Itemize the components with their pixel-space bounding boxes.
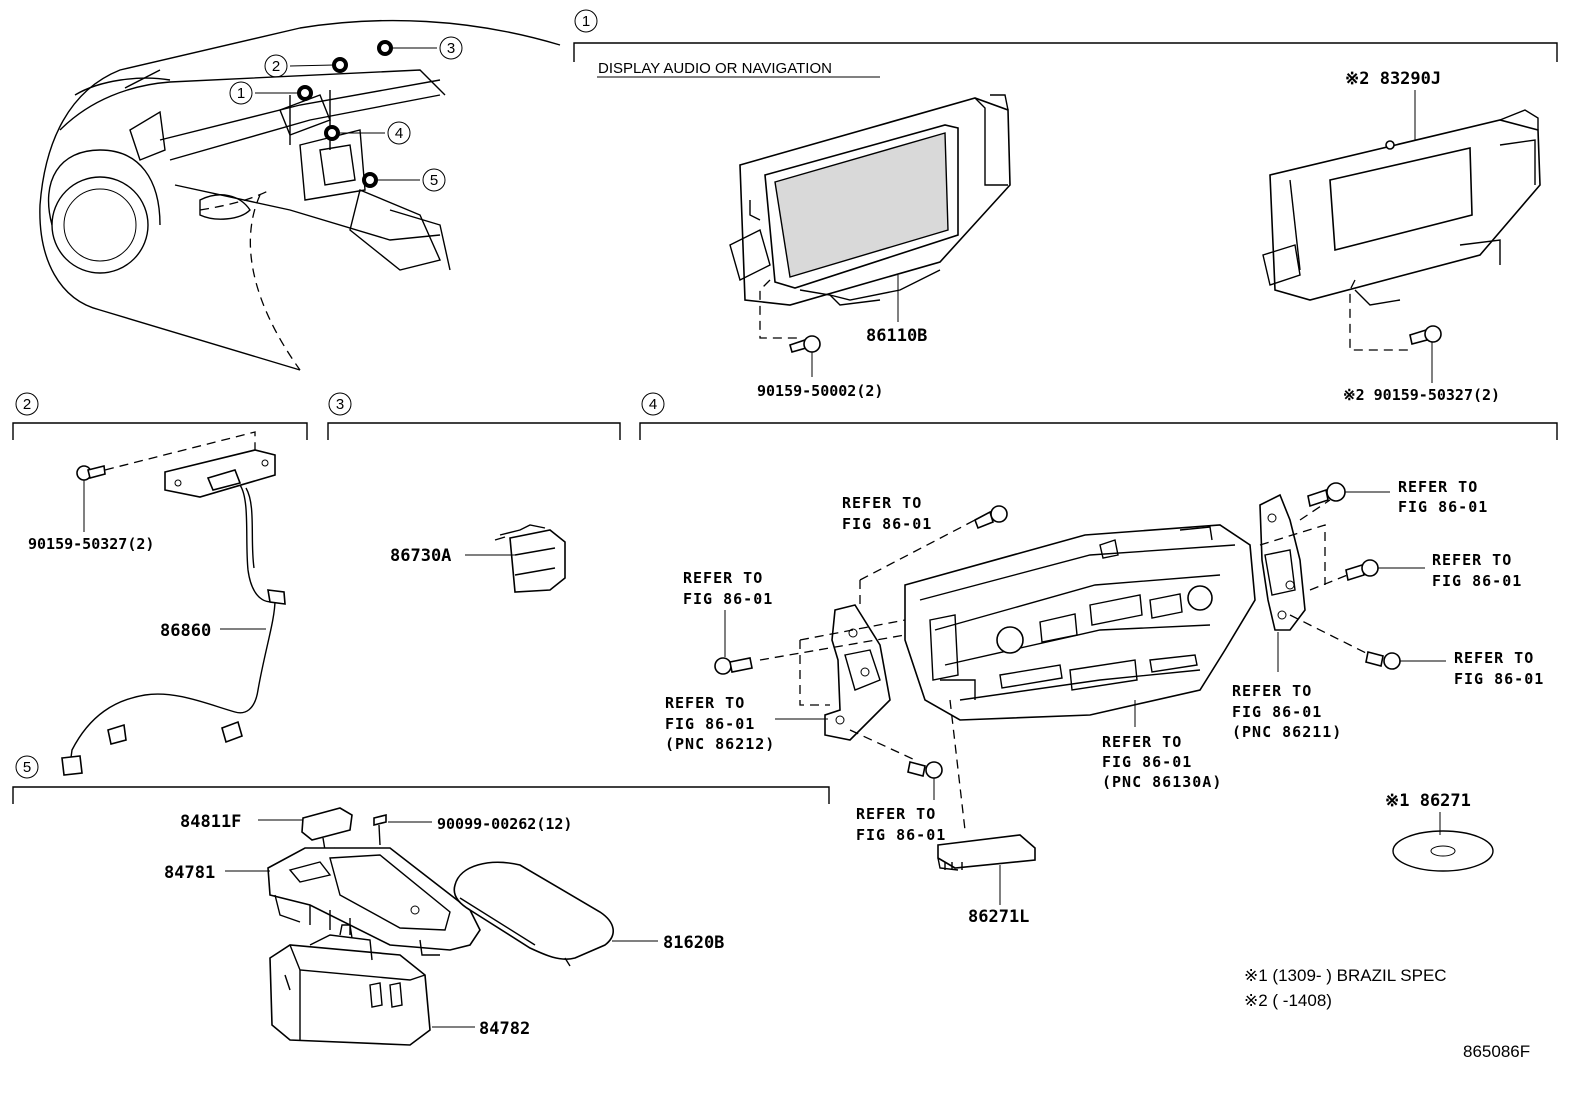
part-90159-50327: 90159-50327(2) — [28, 535, 154, 553]
svg-text:4: 4 — [649, 396, 657, 413]
bolt-right — [1345, 559, 1379, 582]
section-1: 1 DISPLAY AUDIO OR NAVIGATION 86110B 901… — [573, 9, 1558, 404]
svg-text:4: 4 — [395, 125, 403, 142]
bolt-bottom-left — [907, 761, 943, 779]
ref-pnc-86130a: (PNC 86130A) — [1102, 773, 1222, 791]
bolt-left — [714, 657, 753, 675]
screw-90099-00262 — [373, 813, 387, 846]
section-1-title: DISPLAY AUDIO OR NAVIGATION — [598, 60, 832, 77]
svg-text:2: 2 — [272, 58, 280, 75]
overview-callout-4: 4 — [387, 121, 411, 145]
part-81620b: 81620B — [663, 933, 724, 953]
svg-text:FIG 86-01: FIG 86-01 — [1432, 572, 1522, 590]
svg-text:FIG 86-01: FIG 86-01 — [842, 515, 932, 533]
disc-86271 — [1392, 830, 1494, 872]
bolt-90159-50327-bracket — [76, 465, 106, 481]
part-86860: 86860 — [160, 621, 211, 641]
part-86271: ※1 86271 — [1385, 791, 1471, 811]
note-1: ※1 (1309- ) BRAZIL SPEC — [1244, 966, 1447, 985]
svg-text:FIG 86-01: FIG 86-01 — [1398, 498, 1488, 516]
part-84781: 84781 — [164, 863, 215, 883]
section-3: 3 86730A — [327, 392, 621, 593]
cap-84811f — [301, 807, 353, 851]
part-84782: 84782 — [479, 1019, 530, 1039]
armrest-lid-81620b — [453, 861, 614, 967]
display-83290j — [1262, 109, 1541, 306]
module-86271l — [937, 834, 1036, 871]
svg-text:REFER TO: REFER TO — [1398, 478, 1478, 496]
svg-text:1: 1 — [582, 13, 590, 30]
svg-text:FIG 86-01: FIG 86-01 — [1102, 753, 1192, 771]
part-90159-50327-2: ※2 90159-50327(2) — [1343, 386, 1500, 404]
svg-text:3: 3 — [336, 396, 344, 413]
svg-text:FIG 86-01: FIG 86-01 — [856, 826, 946, 844]
ref-pnc-86211: (PNC 86211) — [1232, 723, 1342, 741]
part-86110b: 86110B — [866, 326, 927, 346]
console-84781 — [267, 847, 481, 956]
dashboard-overview: 1 2 3 4 5 — [39, 19, 561, 371]
bolt-bottom-right — [1365, 651, 1401, 670]
display-86110b — [729, 94, 1011, 306]
overview-callout-2: 2 — [264, 54, 288, 78]
ref-pnc-86212: (PNC 86212) — [665, 735, 775, 753]
svg-text:1: 1 — [237, 85, 245, 102]
notes: ※1 (1309- ) BRAZIL SPEC ※2 ( -1408) 8650… — [1244, 966, 1530, 1061]
section-4: 4 REFER TO FIG 86-01 (PNC 86130A) — [639, 392, 1558, 927]
part-86730a: 86730A — [390, 546, 451, 566]
svg-text:REFER TO: REFER TO — [1432, 551, 1512, 569]
overview-callout-5: 5 — [422, 168, 446, 192]
section-2: 2 90159-50327(2) 86860 — [12, 392, 308, 776]
svg-text:2: 2 — [23, 396, 31, 413]
diagram-id: 865086F — [1463, 1042, 1530, 1061]
svg-text:FIG 86-01: FIG 86-01 — [1232, 703, 1322, 721]
svg-text:REFER TO: REFER TO — [842, 494, 922, 512]
part-86271l: 86271L — [968, 907, 1029, 927]
left-bracket-86212 — [824, 604, 891, 741]
usb-cable-86860 — [61, 449, 286, 776]
audio-panel-86130a — [904, 524, 1256, 721]
note-2: ※2 ( -1408) — [1244, 991, 1332, 1010]
switch-unit-84782 — [269, 924, 431, 1046]
part-90099-00262: 90099-00262(12) — [437, 815, 572, 833]
right-bracket-86211 — [1259, 493, 1306, 631]
section-5: 5 84811F 90099-00262(12) 84781 — [12, 755, 830, 1046]
bolt-90159-50327-display — [1409, 325, 1442, 345]
svg-text:FIG 86-01: FIG 86-01 — [683, 590, 773, 608]
svg-text:5: 5 — [430, 172, 438, 189]
svg-text:REFER TO: REFER TO — [1232, 682, 1312, 700]
svg-text:5: 5 — [23, 759, 31, 776]
bolt-top-right — [1307, 482, 1346, 508]
part-83290j: ※2 83290J — [1345, 69, 1441, 89]
part-90159-50002: 90159-50002(2) — [757, 382, 883, 400]
svg-text:3: 3 — [447, 40, 455, 57]
connector-86730a — [494, 524, 566, 593]
bolt-top-left — [974, 505, 1008, 530]
svg-text:REFER TO: REFER TO — [683, 569, 763, 587]
svg-text:FIG 86-01: FIG 86-01 — [1454, 670, 1544, 688]
overview-callout-1: 1 — [229, 81, 253, 105]
svg-text:FIG 86-01: FIG 86-01 — [665, 715, 755, 733]
overview-callout-3: 3 — [439, 36, 463, 60]
svg-text:REFER TO: REFER TO — [1454, 649, 1534, 667]
svg-text:REFER TO: REFER TO — [665, 694, 745, 712]
svg-text:REFER TO: REFER TO — [856, 805, 936, 823]
bolt-90159-50002 — [789, 335, 821, 353]
svg-text:REFER TO: REFER TO — [1102, 733, 1182, 751]
part-84811f: 84811F — [180, 812, 241, 832]
